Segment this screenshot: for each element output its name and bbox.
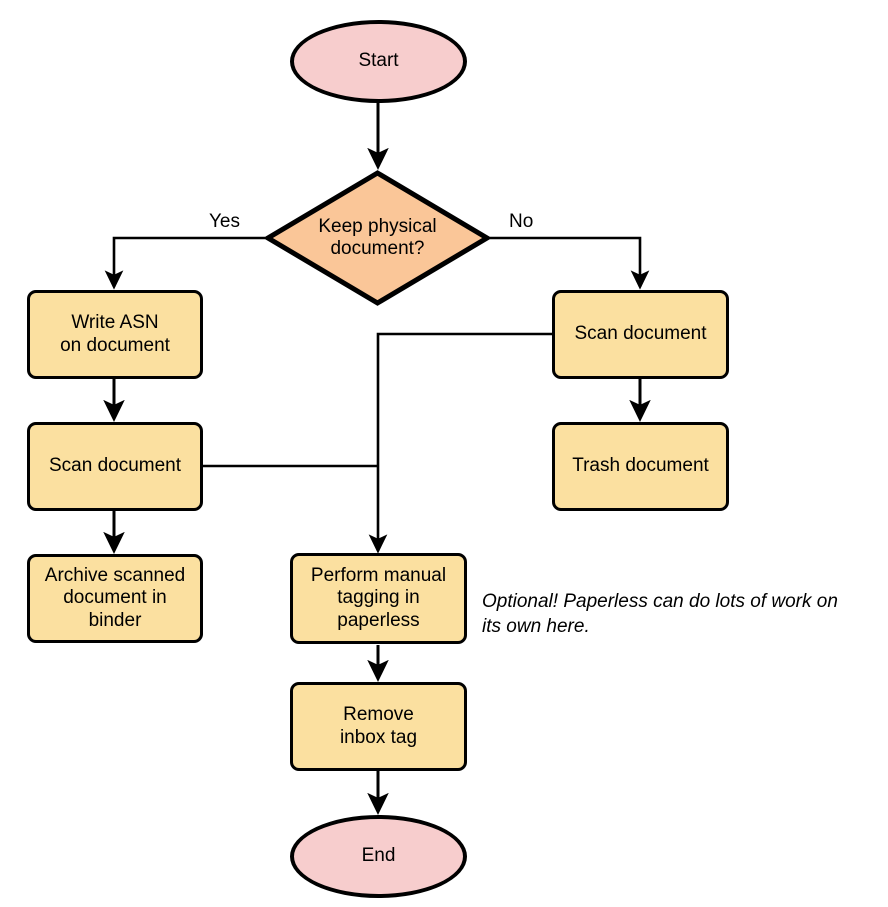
node-perform-manual-tagging-in-paperless[interactable]: Perform manual tagging in paperless xyxy=(290,553,467,644)
node-remove-inbox-tag[interactable]: Remove inbox tag xyxy=(290,682,467,771)
node-scan-document-right-label: Scan document xyxy=(574,323,707,345)
edge-decision-to-scan-right xyxy=(490,236,650,290)
node-end[interactable]: End xyxy=(290,815,467,898)
node-scan-document-right[interactable]: Scan document xyxy=(552,290,729,379)
node-write-asn-on-document-label: Write ASN on document xyxy=(60,312,170,356)
node-trash-document[interactable]: Trash document xyxy=(552,422,729,511)
edge-decision-to-write-asn xyxy=(104,236,265,290)
node-scan-document-left-label: Scan document xyxy=(48,455,182,477)
annotation-optional-note: Optional! Paperless can do lots of work … xyxy=(482,591,838,637)
node-keep-physical-document-label: Keep physical document? xyxy=(318,215,437,259)
node-archive-scanned-document-in-binder[interactable]: Archive scanned document in binder xyxy=(27,554,203,643)
diamond-shape xyxy=(265,170,490,306)
edge-label-yes: Yes xyxy=(209,211,240,232)
node-write-asn-on-document[interactable]: Write ASN on document xyxy=(27,290,203,379)
node-end-label: End xyxy=(361,845,396,867)
node-keep-physical-document[interactable]: Keep physical document? xyxy=(265,170,490,306)
edge-label-no: No xyxy=(509,211,534,232)
node-scan-document-left[interactable]: Scan document xyxy=(27,422,203,511)
node-perform-manual-tagging-in-paperless-label: Perform manual tagging in paperless xyxy=(310,564,447,631)
edge-scan-right-to-manual-tagging xyxy=(368,332,552,554)
node-trash-document-label: Trash document xyxy=(572,455,709,477)
node-archive-scanned-document-in-binder-label: Archive scanned document in binder xyxy=(44,564,186,631)
node-remove-inbox-tag-label: Remove inbox tag xyxy=(339,704,418,748)
node-start[interactable]: Start xyxy=(290,20,467,103)
node-start-label: Start xyxy=(358,50,399,72)
